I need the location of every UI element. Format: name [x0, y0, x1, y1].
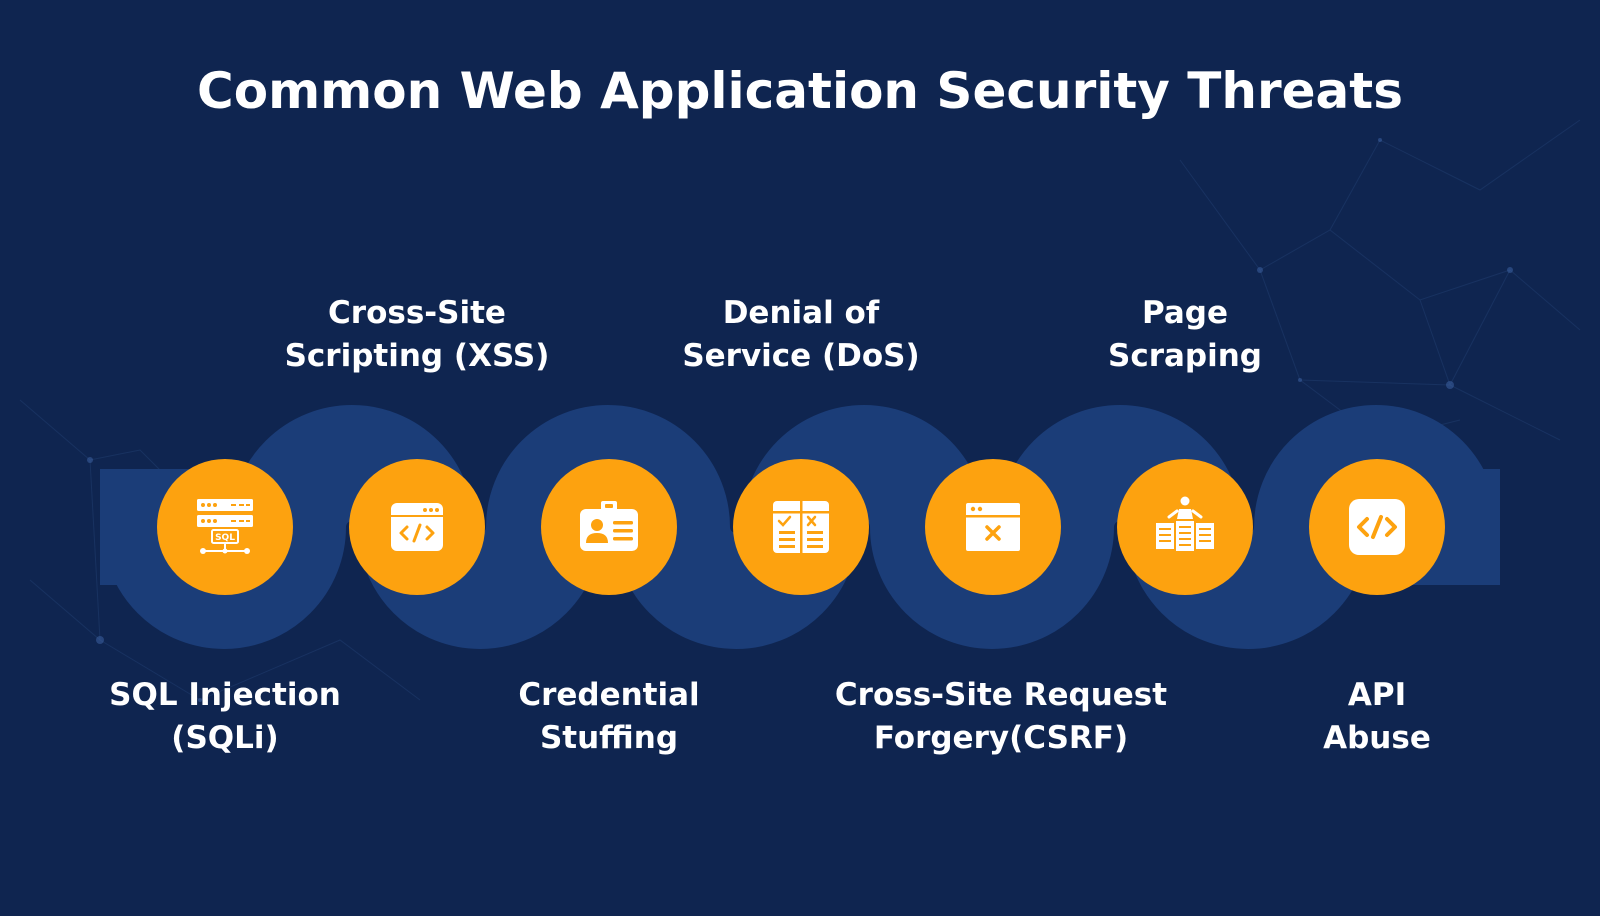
page-scraping-node — [1117, 459, 1253, 595]
label-line: Credential — [518, 677, 700, 713]
label-line: Service (DoS) — [682, 338, 920, 374]
credential-stuffing-node — [541, 459, 677, 595]
label-line: Scripting (XSS) — [284, 338, 550, 374]
sql-tag: SQL — [215, 533, 235, 543]
label-dos: Denial of Service (DoS) — [621, 292, 981, 378]
label-line: API — [1347, 677, 1407, 713]
label-xss: Cross-Site Scripting (XSS) — [237, 292, 597, 378]
sql-injection-node: SQL — [157, 459, 293, 595]
sql-server-icon: SQL — [197, 499, 253, 554]
code-window-icon — [391, 503, 443, 551]
label-api-abuse: API Abuse — [1197, 674, 1557, 760]
label-line: Cross-Site Request — [834, 677, 1168, 713]
api-abuse-node — [1309, 459, 1445, 595]
label-credential-stuffing: Credential Stuffing — [429, 674, 789, 760]
page-title: Common Web Application Security Threats — [197, 62, 1403, 120]
label-sql-injection: SQL Injection (SQLi) — [45, 674, 405, 760]
label-csrf: Cross-Site Request Forgery(CSRF) — [821, 674, 1181, 760]
id-card-icon — [580, 501, 638, 551]
dos-node — [733, 459, 869, 595]
label-page-scraping: Page Scraping — [1005, 292, 1365, 378]
label-line: Denial of — [722, 295, 880, 331]
csrf-node — [925, 459, 1061, 595]
browser-error-icon — [966, 503, 1020, 551]
label-line: (SQLi) — [171, 720, 279, 756]
label-line: Scraping — [1108, 338, 1262, 374]
xss-node — [349, 459, 485, 595]
api-code-icon — [1349, 499, 1405, 555]
label-line: SQL Injection — [109, 677, 341, 713]
label-line: Cross-Site — [328, 295, 506, 331]
label-line: Abuse — [1323, 720, 1431, 756]
label-line: Forgery(CSRF) — [873, 720, 1129, 756]
scraper-pages-icon — [1156, 496, 1214, 551]
checklist-grid-icon — [773, 501, 829, 553]
label-line: Page — [1141, 295, 1229, 331]
label-line: Stuffing — [539, 720, 679, 756]
